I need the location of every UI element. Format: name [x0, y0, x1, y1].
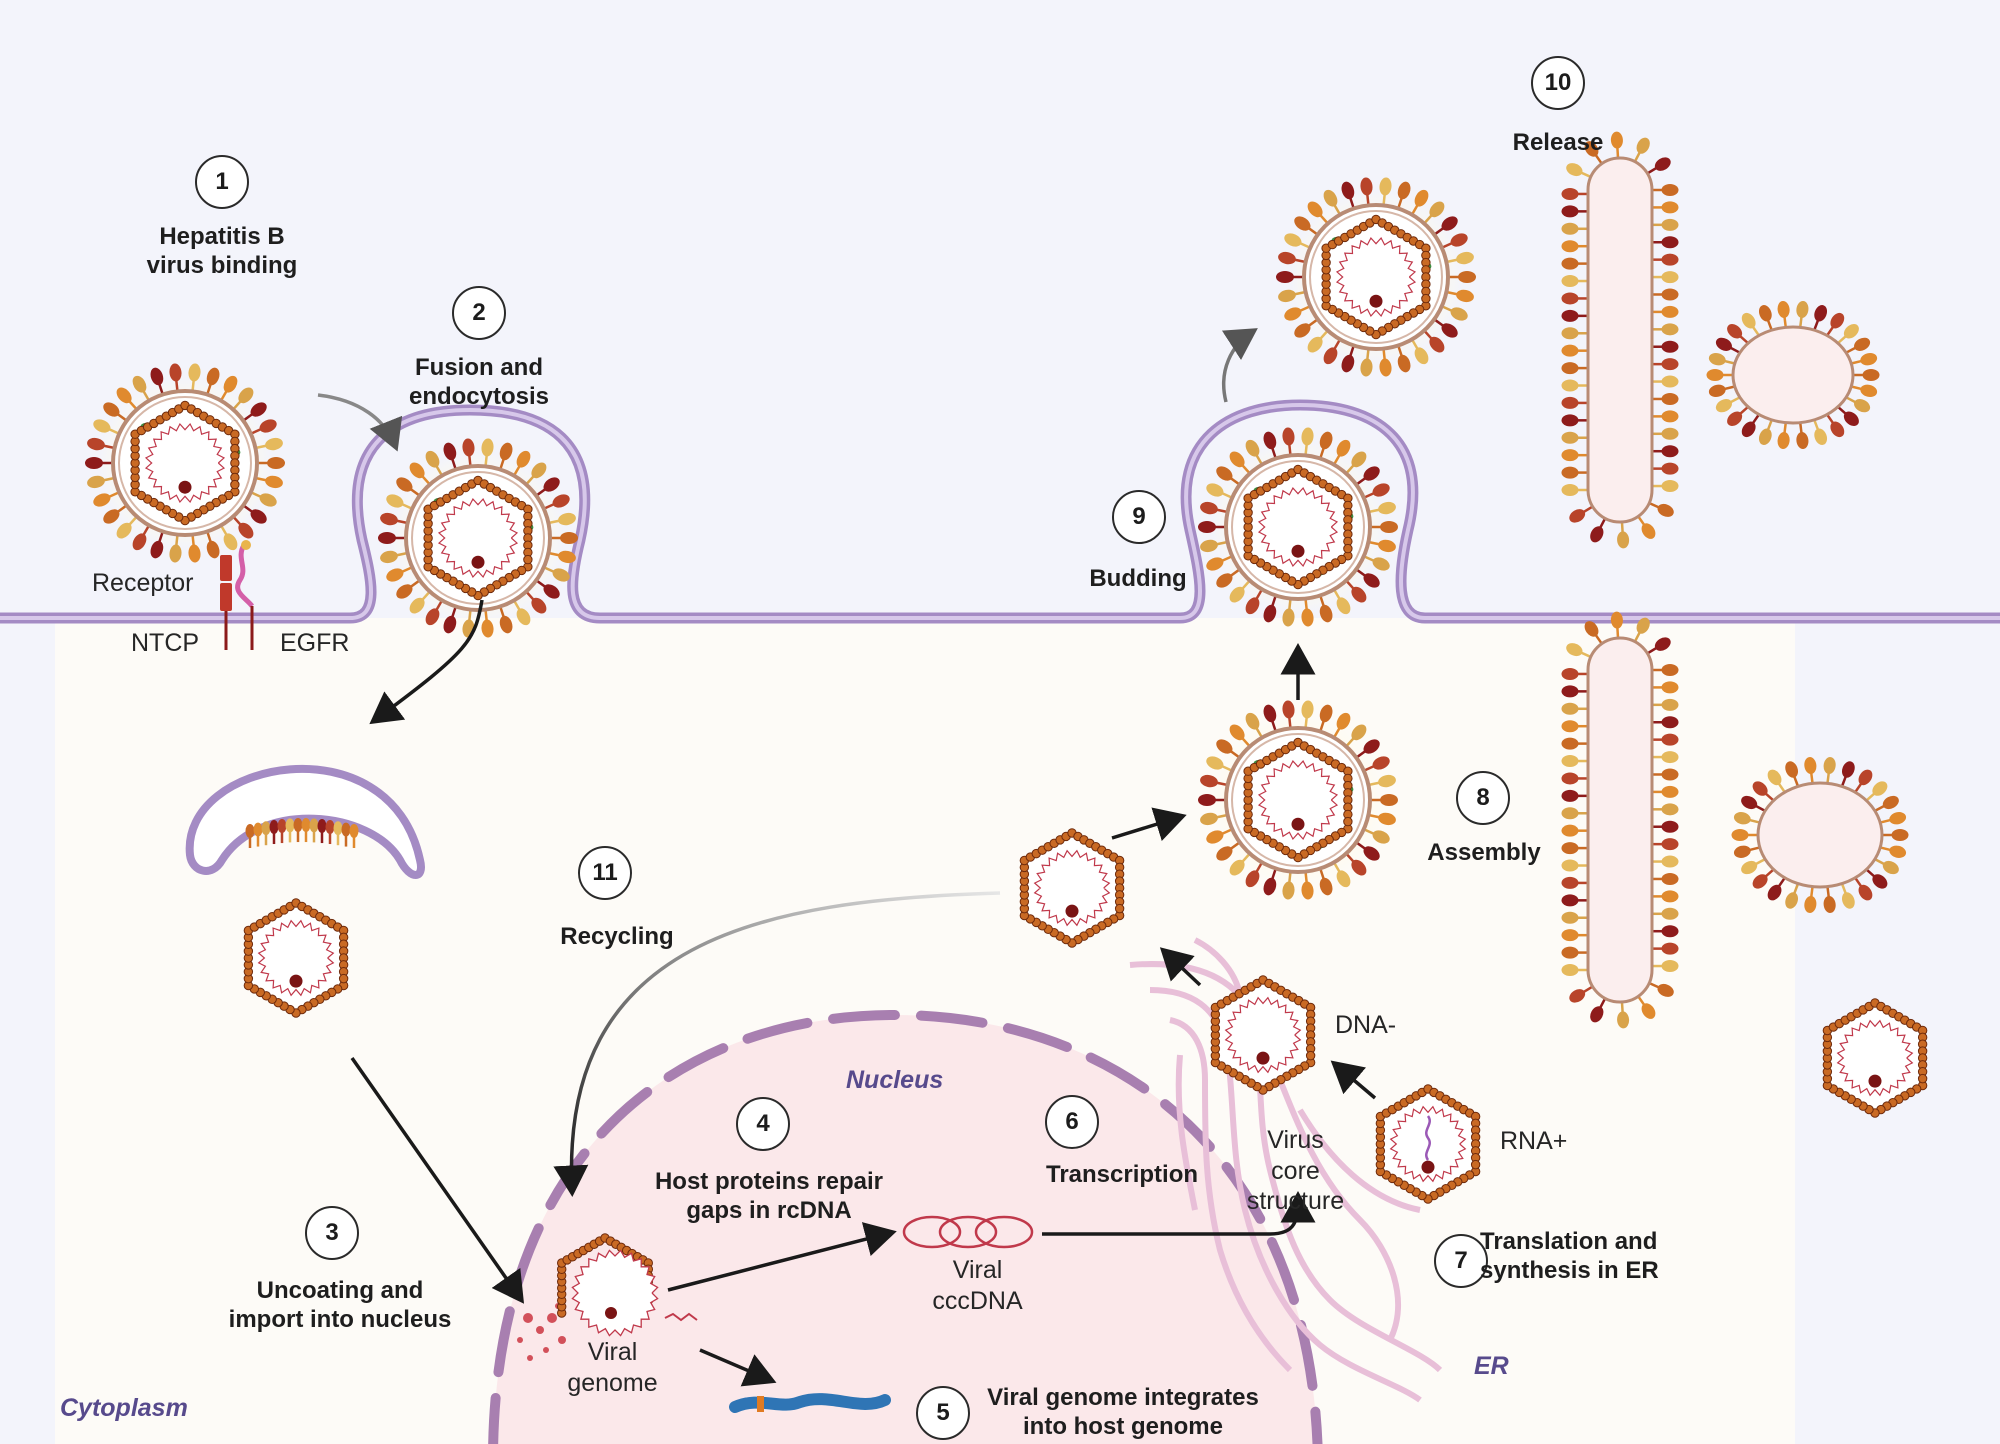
receptor-label: Receptor [92, 569, 194, 597]
arrow-icon [1330, 1060, 1377, 1100]
endosome-envelope-fragment [245, 818, 359, 848]
step-number-11: 11 [578, 846, 632, 900]
hbv-virion-icon [378, 438, 578, 638]
capsid-icon [1375, 1084, 1481, 1204]
nuclear-envelope [488, 1009, 1323, 1444]
arrow-icon [1042, 1191, 1316, 1236]
step-label-4: Host proteins repair gaps in rcDNA [654, 1168, 884, 1225]
hbv-virion-icon [1276, 177, 1476, 377]
step-label-6: Transcription [1045, 1161, 1199, 1188]
step-number-2: 2 [452, 286, 506, 340]
arrow-icon [369, 599, 484, 725]
er-label: ER [1474, 1352, 1509, 1380]
filament-icon [1561, 131, 1679, 549]
step-number-9: 9 [1112, 490, 1166, 544]
virus-core-label: Virus core structure [1246, 1126, 1345, 1215]
step-label-7: Translation and synthesis in ER [1480, 1228, 1659, 1285]
step-number-6: 6 [1045, 1095, 1099, 1149]
hbv-virion-icon [1198, 427, 1398, 627]
step-label-9: Budding [1089, 565, 1187, 592]
step-label-2: Fusion and endocytosis [408, 354, 550, 411]
dna-minus-label: DNA- [1335, 1011, 1397, 1039]
arrow-icon [1159, 947, 1202, 987]
step-label-10: Release [1512, 129, 1604, 156]
viral-cccdna-label: Viral cccDNA [932, 1256, 1023, 1315]
rna-plus-label: RNA+ [1500, 1127, 1568, 1155]
capsid-icon [243, 898, 349, 1018]
arrow-icon [699, 1348, 777, 1387]
arrow-icon [1221, 328, 1258, 403]
spherical-particle-icon [1706, 301, 1880, 449]
step-label-3: Uncoating and import into nucleus [228, 1277, 452, 1334]
arrow-icon [667, 1222, 897, 1292]
egfr-receptor-icon [235, 540, 254, 650]
endosome-icon [185, 764, 425, 879]
ntcp-label: NTCP [131, 629, 200, 657]
released-genome-fragments [517, 1303, 566, 1361]
recycling-arrow [553, 891, 1001, 1197]
host-genome-icon [729, 1393, 891, 1413]
step-label-1: Hepatitis B virus binding [146, 223, 298, 280]
capsid-icon [1019, 828, 1125, 948]
arrow-icon [317, 393, 403, 452]
step-number-1: 1 [195, 155, 249, 209]
arrows [317, 328, 1377, 1387]
step-number-8: 8 [1456, 771, 1510, 825]
capsid-icon [1822, 998, 1928, 1118]
cccdna-icon [902, 1215, 1034, 1249]
hbv-virion-icon [85, 363, 285, 563]
capsid-entering-nucleus [556, 1233, 659, 1337]
egfr-label: EGFR [280, 629, 350, 657]
step-number-5: 5 [916, 1386, 970, 1440]
viral-genome-label: Viral genome [567, 1338, 658, 1397]
step-number-3: 3 [305, 1206, 359, 1260]
step-number-10: 10 [1531, 56, 1585, 110]
step-label-8: Assembly [1427, 839, 1541, 866]
ntcp-receptor-icon [220, 555, 232, 650]
hbv-virion-icon [1198, 700, 1398, 900]
spherical-particle-icon [1731, 757, 1909, 913]
cytoplasm-label: Cytoplasm [60, 1394, 188, 1422]
capsid-icon [1210, 975, 1316, 1095]
step-number-4: 4 [736, 1097, 790, 1151]
arrow-icon [350, 1056, 525, 1304]
step-label-11: Recycling [560, 923, 674, 950]
nucleus-label: Nucleus [846, 1066, 944, 1094]
arrow-icon [1111, 807, 1187, 841]
step-label-5: Viral genome integrates into host genome [987, 1384, 1259, 1441]
filament-icon [1561, 611, 1679, 1029]
step-number-7: 7 [1434, 1234, 1488, 1288]
plasma-membrane [0, 399, 2000, 624]
